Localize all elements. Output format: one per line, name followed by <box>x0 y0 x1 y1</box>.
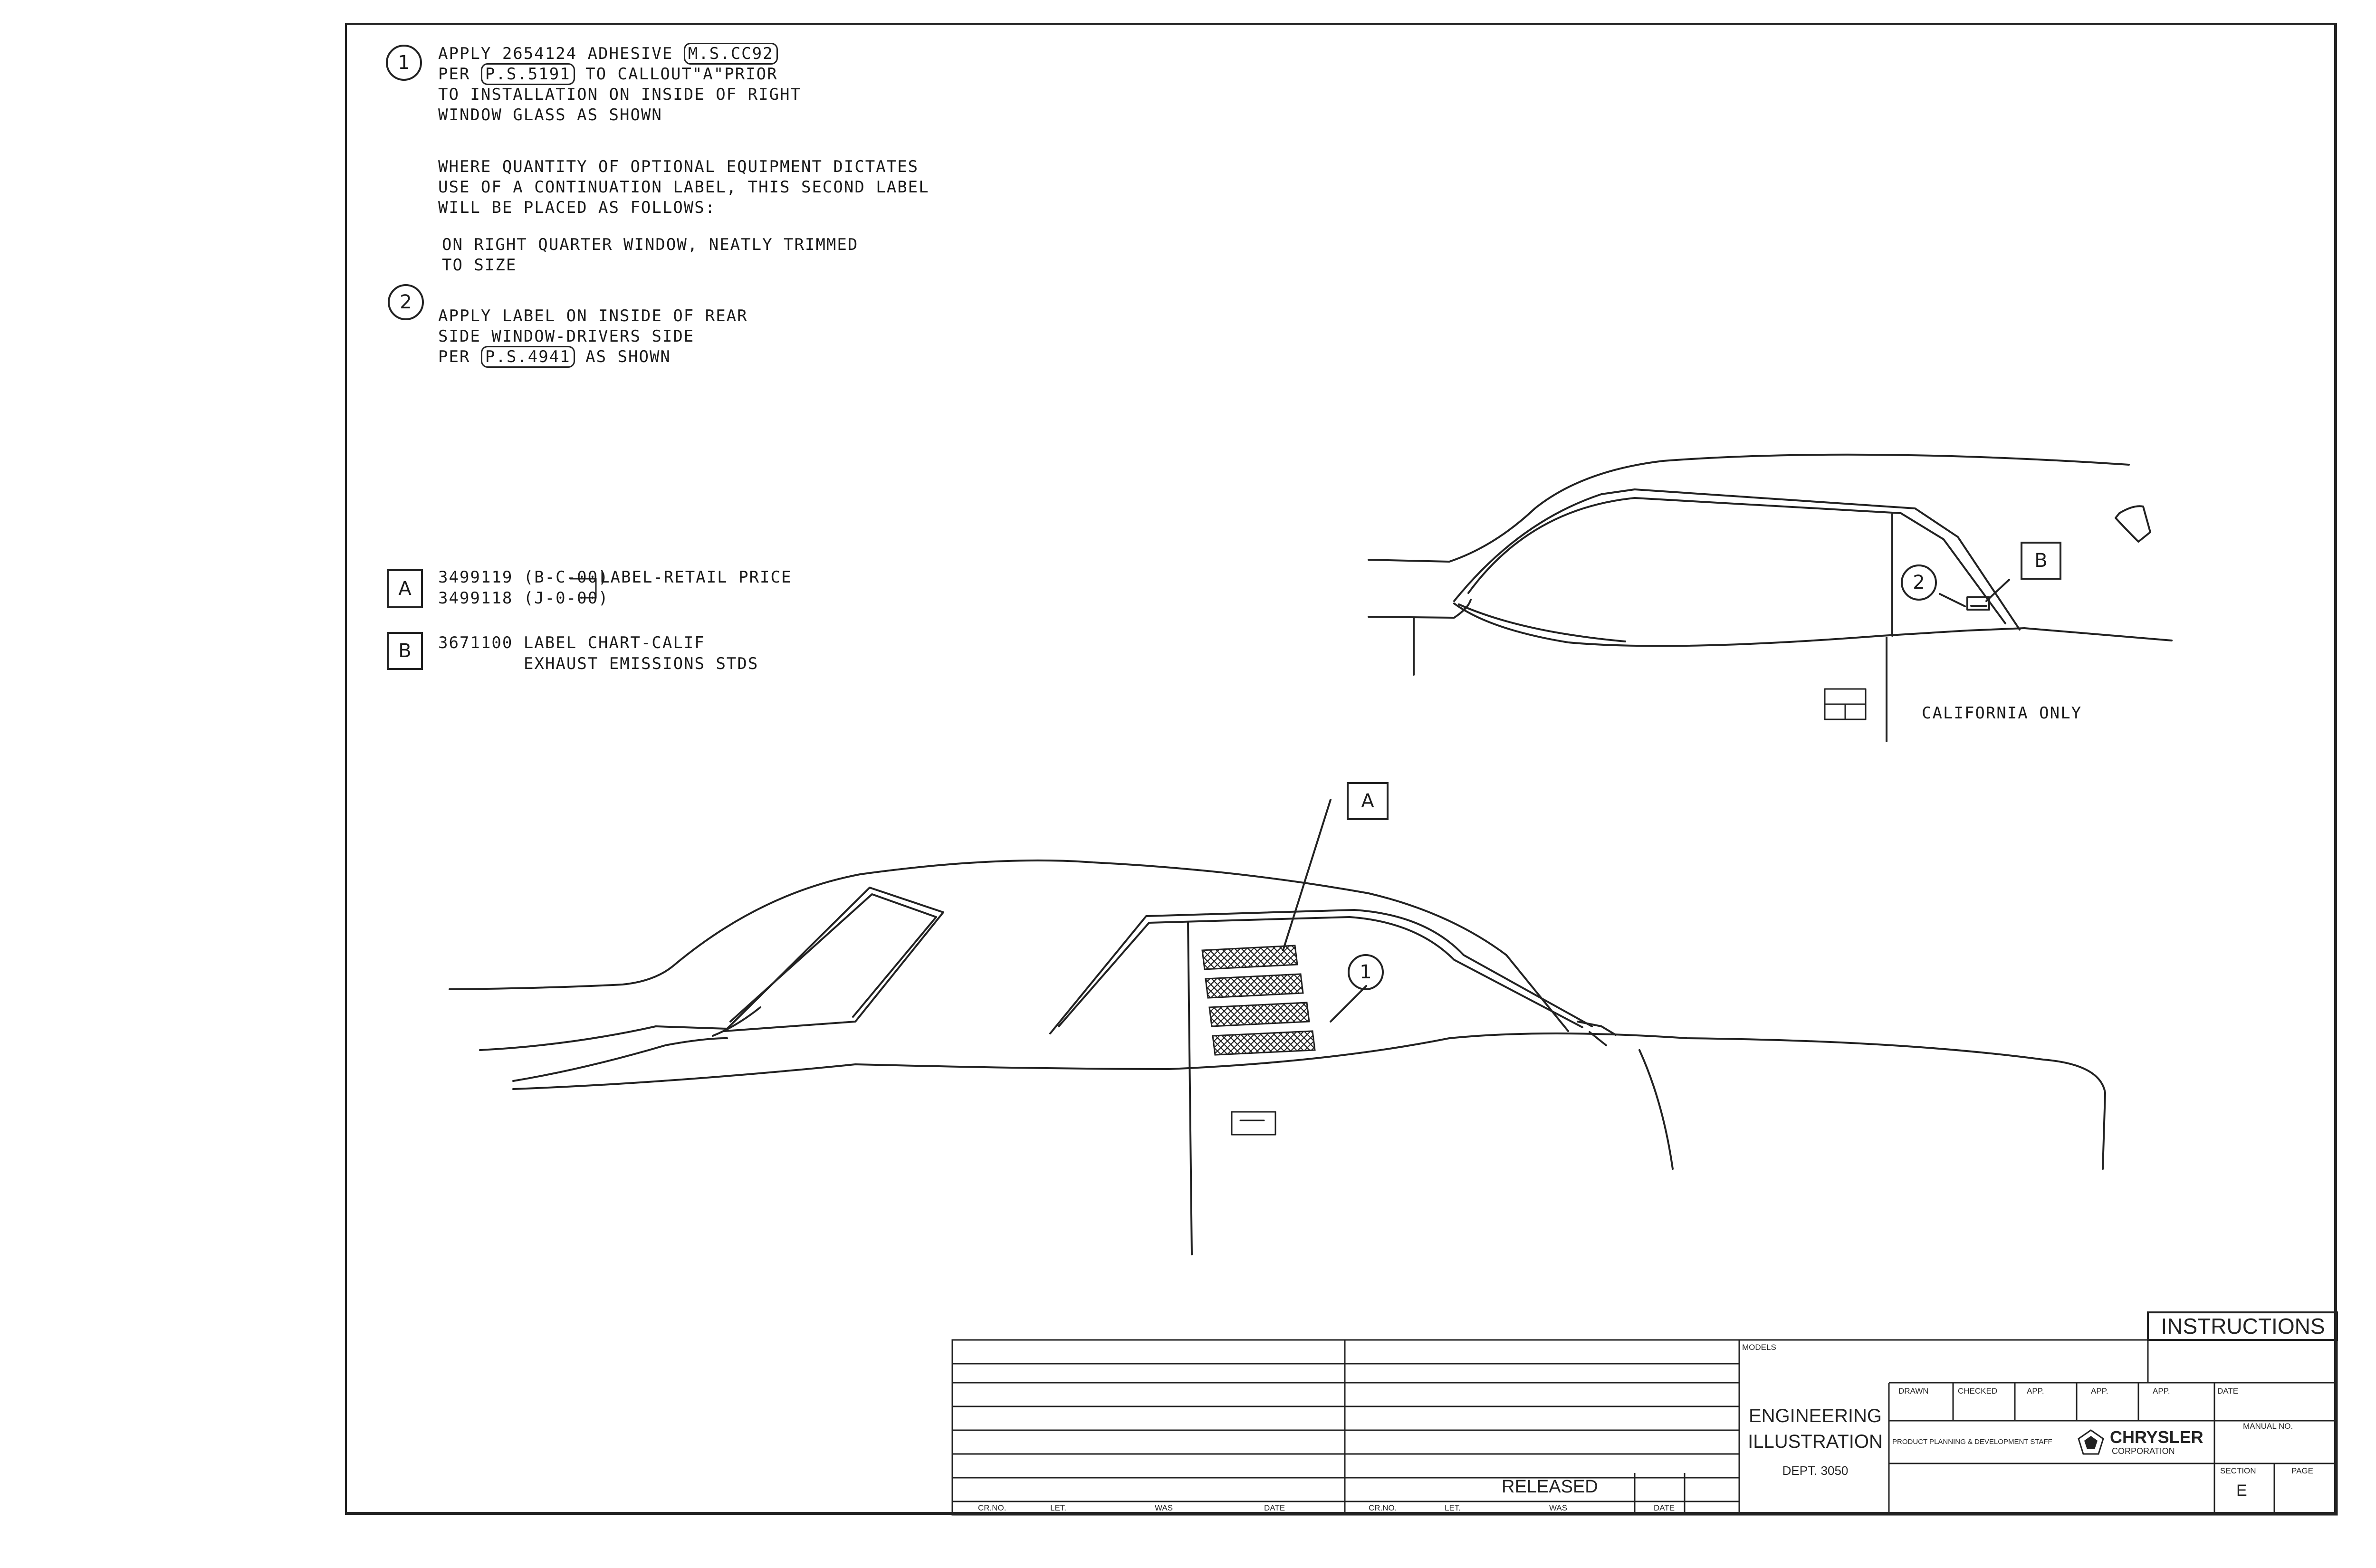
page-label: PAGE <box>2291 1466 2313 1475</box>
company-name: CHRYSLER <box>2110 1427 2204 1447</box>
app-label-2: APP. <box>2091 1386 2108 1396</box>
legend-b-line-1: 3671100 LABEL CHART-CALIF <box>438 633 705 652</box>
rev-header-cr-no-2: CR.NO. <box>1369 1503 1397 1512</box>
callout-1-marker: 1 <box>386 45 422 81</box>
note-line: PER <box>438 65 481 84</box>
note-line: APPLY 2654124 ADHESIVE <box>438 44 684 63</box>
legend-b-marker: B <box>387 632 423 670</box>
ps-spec-ref: P.S.5191 <box>480 63 575 85</box>
lower-callout-a: A <box>1347 782 1389 820</box>
section-value: E <box>2236 1482 2247 1500</box>
lower-car-view <box>449 859 2106 1255</box>
ms-spec-ref: M.S.CC92 <box>683 43 778 65</box>
note-line: TO INSTALLATION ON INSIDE OF RIGHT <box>438 85 801 104</box>
lower-callout-1: 1 <box>1348 954 1384 990</box>
rev-header-cr-no-1: CR.NO. <box>978 1503 1006 1512</box>
rev-header-was-2: WAS <box>1549 1503 1568 1512</box>
rev-header-date-1: DATE <box>1264 1503 1285 1512</box>
title-block-grid <box>951 1311 2338 1516</box>
checked-label: CHECKED <box>1958 1386 1998 1396</box>
engineering-label: ENGINEERING <box>1748 1405 1882 1426</box>
staff-label: PRODUCT PLANNING & DEVELOPMENT STAFF <box>1892 1438 2052 1446</box>
legend-b-line-2: EXHAUST EMISSIONS STDS <box>524 654 759 673</box>
note-line: PER <box>438 347 481 366</box>
continuation-label-note: WHERE QUANTITY OF OPTIONAL EQUIPMENT DIC… <box>438 157 929 217</box>
drawing-sheet <box>345 23 2337 1515</box>
callout-2-marker: 2 <box>388 284 424 320</box>
released-stamp: RELEASED <box>1502 1477 1598 1497</box>
instructions-title: INSTRUCTIONS <box>2161 1314 2325 1339</box>
leader-1 <box>1330 985 1367 1023</box>
company-subtitle: CORPORATION <box>2112 1446 2175 1456</box>
app-label-1: APP. <box>2027 1386 2044 1396</box>
callout-2-note: APPLY LABEL ON INSIDE OF REAR SIDE WINDO… <box>438 306 748 368</box>
legend-a-part-2: 3499118 (J-0-00) <box>438 589 609 608</box>
dept-label: DEPT. 3050 <box>1782 1463 1849 1478</box>
note-line: WINDOW GLASS AS SHOWN <box>438 105 662 124</box>
illustration-label: ILLUSTRATION <box>1748 1431 1883 1452</box>
upper-car-view <box>1368 453 2173 742</box>
date-label: DATE <box>2217 1386 2239 1396</box>
rev-header-date-2: DATE <box>1654 1503 1675 1512</box>
upper-callout-2: 2 <box>1901 564 1937 601</box>
rev-header-was-1: WAS <box>1155 1503 1173 1512</box>
legend-a-desc: LABEL-RETAIL PRICE <box>600 568 792 587</box>
rev-header-let-1: LET. <box>1050 1503 1067 1512</box>
note-line: TO CALLOUT"A"PRIOR <box>575 65 778 84</box>
leader-a <box>1282 799 1332 951</box>
note-line: APPLY LABEL ON INSIDE OF REAR <box>438 306 748 325</box>
rev-header-let-2: LET. <box>1445 1503 1461 1512</box>
california-only-caption: CALIFORNIA ONLY <box>1922 704 2082 723</box>
leader-b <box>1985 579 2010 602</box>
upper-callout-b: B <box>2021 542 2061 580</box>
leader-2 <box>1939 593 1966 607</box>
legend-a-part: 3499119 (B-C-00) <box>438 568 609 587</box>
models-label: MODELS <box>1742 1343 1776 1352</box>
section-label: SECTION <box>2220 1466 2256 1475</box>
app-label-3: APP. <box>2153 1386 2170 1396</box>
note-line: AS SHOWN <box>575 347 671 366</box>
drawn-label: DRAWN <box>1898 1386 1929 1396</box>
callout-1-note: APPLY 2654124 ADHESIVE M.S.CC92 PER P.S.… <box>438 43 801 125</box>
quarter-window-note: ON RIGHT QUARTER WINDOW, NEATLY TRIMMED … <box>442 235 859 275</box>
legend-a-marker: A <box>387 569 423 608</box>
manual-no-label: MANUAL NO. <box>2243 1422 2293 1431</box>
chrysler-pentastar-logo <box>2077 1428 2105 1459</box>
note-line: SIDE WINDOW-DRIVERS SIDE <box>438 327 695 346</box>
price-label-hatch <box>1201 945 1316 1056</box>
ps-spec-ref-2: P.S.4941 <box>480 346 575 368</box>
